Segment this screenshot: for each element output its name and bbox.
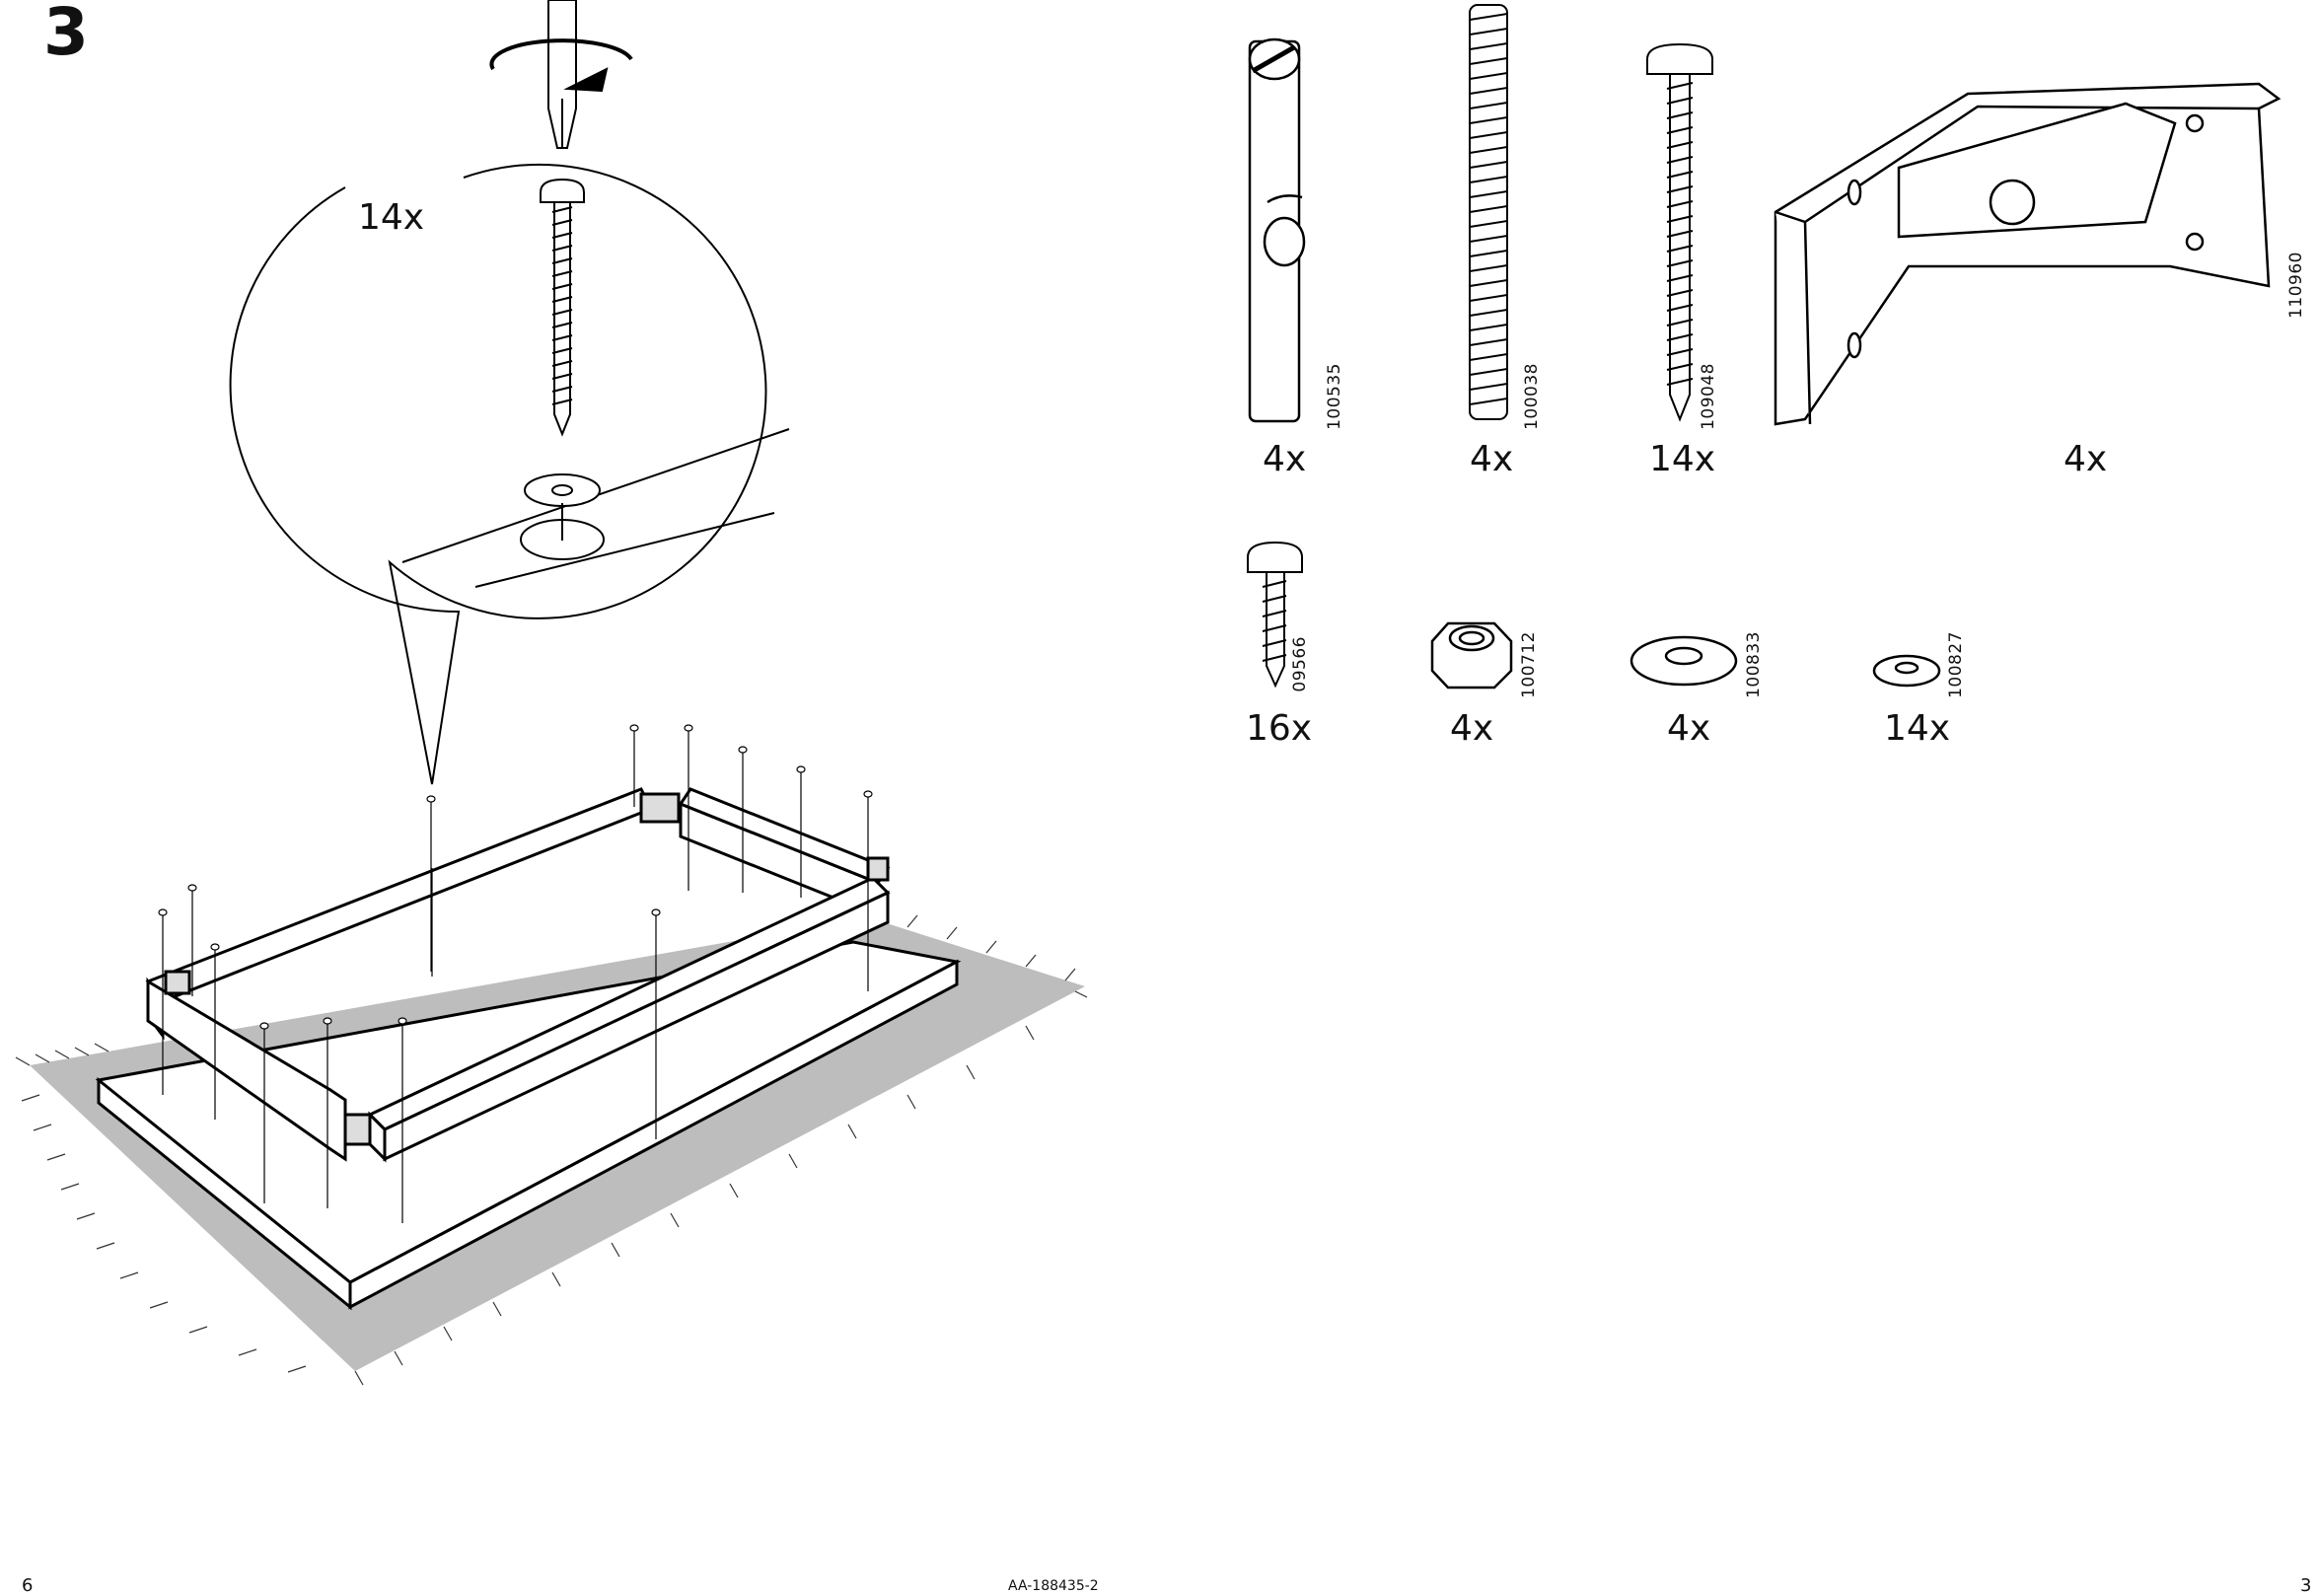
detail-bubble bbox=[229, 163, 790, 785]
part-qty-100833: 4x bbox=[1667, 708, 1711, 749]
part-code-09566: 09566 bbox=[1290, 636, 1310, 692]
page-number-left: 6 bbox=[22, 1575, 34, 1596]
part-code-100038: 100038 bbox=[1522, 363, 1542, 430]
part-code-100833: 100833 bbox=[1744, 631, 1764, 698]
detail-screw-icon bbox=[540, 178, 585, 437]
long-screw-icon bbox=[1646, 42, 1713, 422]
page-number-right: 3 bbox=[2300, 1575, 2312, 1596]
part-code-100827: 100827 bbox=[1946, 631, 1966, 698]
part-qty-09566: 16x bbox=[1246, 708, 1313, 749]
part-code-110960: 110960 bbox=[2286, 252, 2306, 319]
part-code-100535: 100535 bbox=[1325, 363, 1344, 430]
large-washer-icon bbox=[1630, 635, 1738, 687]
part-code-100712: 100712 bbox=[1519, 631, 1539, 698]
detail-quantity: 14x bbox=[358, 197, 425, 238]
part-qty-110960: 4x bbox=[2064, 439, 2108, 479]
part-qty-100535: 4x bbox=[1263, 439, 1307, 479]
screwdriver-icon bbox=[489, 0, 633, 149]
short-screw-icon bbox=[1247, 541, 1303, 689]
part-qty-100712: 4x bbox=[1450, 708, 1494, 749]
hex-nut-icon bbox=[1430, 621, 1513, 689]
part-code-109048: 109048 bbox=[1699, 363, 1718, 430]
frame-rails bbox=[145, 787, 891, 1163]
base-board bbox=[95, 940, 962, 1311]
corner-bracket-icon bbox=[1774, 82, 2282, 426]
part-qty-100038: 4x bbox=[1470, 439, 1514, 479]
threaded-rod-icon bbox=[1469, 4, 1508, 420]
part-qty-100827: 14x bbox=[1884, 708, 1951, 749]
part-qty-109048: 14x bbox=[1649, 439, 1716, 479]
document-code: AA-188435-2 bbox=[1008, 1578, 1099, 1594]
step-number: 3 bbox=[43, 0, 89, 70]
cross-dowel-icon bbox=[1248, 37, 1306, 423]
screws-guides bbox=[158, 724, 873, 1223]
small-washer-icon bbox=[1872, 654, 1941, 688]
